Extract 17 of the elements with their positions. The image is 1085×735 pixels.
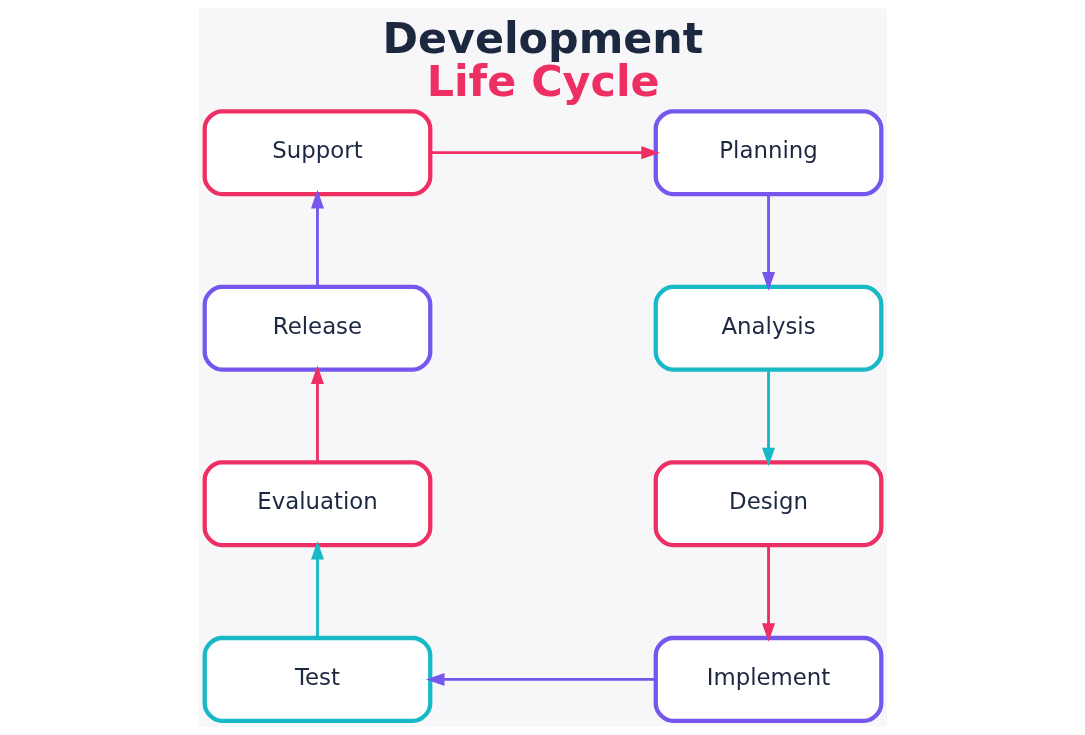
- node-box: Test: [202, 635, 432, 723]
- arrow: [429, 146, 660, 160]
- node-box: Implement: [653, 635, 883, 723]
- arrow: [425, 672, 656, 686]
- node-box: Analysis: [653, 284, 883, 372]
- arrow: [761, 545, 775, 642]
- node-box: Support: [202, 109, 432, 197]
- arrow: [761, 194, 775, 291]
- node-box: Evaluation: [202, 460, 432, 548]
- node-box: Release: [202, 284, 432, 372]
- node-box: Planning: [653, 109, 883, 197]
- node-box: Design: [653, 460, 883, 548]
- arrow: [761, 369, 775, 467]
- arrow: [310, 541, 324, 638]
- arrow: [310, 189, 324, 287]
- arrow: [310, 365, 324, 462]
- diagram-title: Development Life Cycle: [381, 12, 703, 106]
